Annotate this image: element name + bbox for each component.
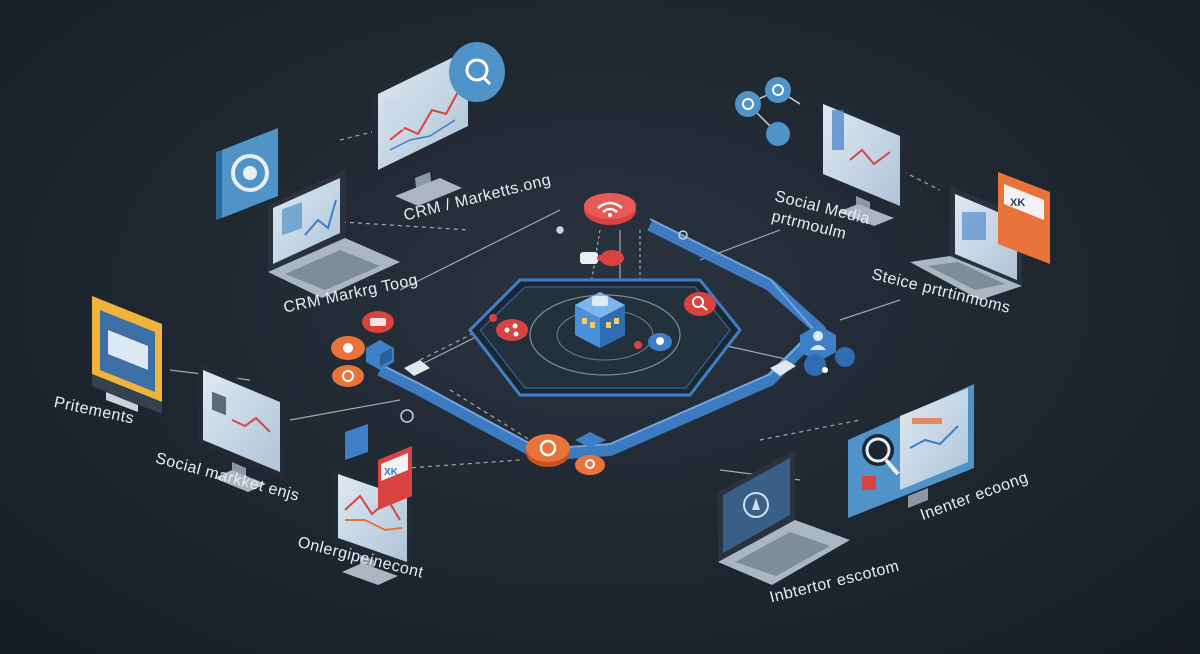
share-icon	[526, 432, 606, 475]
circuit-ring	[377, 219, 826, 461]
monitor-bottom-right	[848, 384, 974, 518]
left-icon-cluster	[331, 311, 430, 387]
circuit-ring-highlight	[379, 218, 816, 451]
wifi-icon	[584, 193, 636, 225]
laptop-right	[910, 172, 1050, 300]
user-icon	[770, 325, 855, 376]
node-dots	[400, 226, 688, 423]
badge-xk-right: XK	[1010, 197, 1025, 209]
social-chip-cluster-top	[580, 250, 624, 266]
laptop-bottom-right	[718, 450, 850, 585]
badge-xk-bottom: XK	[384, 467, 399, 478]
laptop-crm	[268, 170, 400, 298]
gear-panel	[216, 128, 278, 220]
platform-icons	[489, 314, 672, 351]
monitor-left	[198, 362, 285, 492]
search-icon	[449, 42, 505, 102]
monitor-top-left	[372, 40, 474, 206]
monitor-top-right	[818, 96, 906, 226]
monitor-bottom-left	[333, 424, 412, 585]
magnifier-icon	[684, 292, 716, 316]
node-cluster-top-right	[735, 77, 801, 146]
pritements-panel	[92, 296, 162, 414]
building-icon	[575, 292, 625, 348]
